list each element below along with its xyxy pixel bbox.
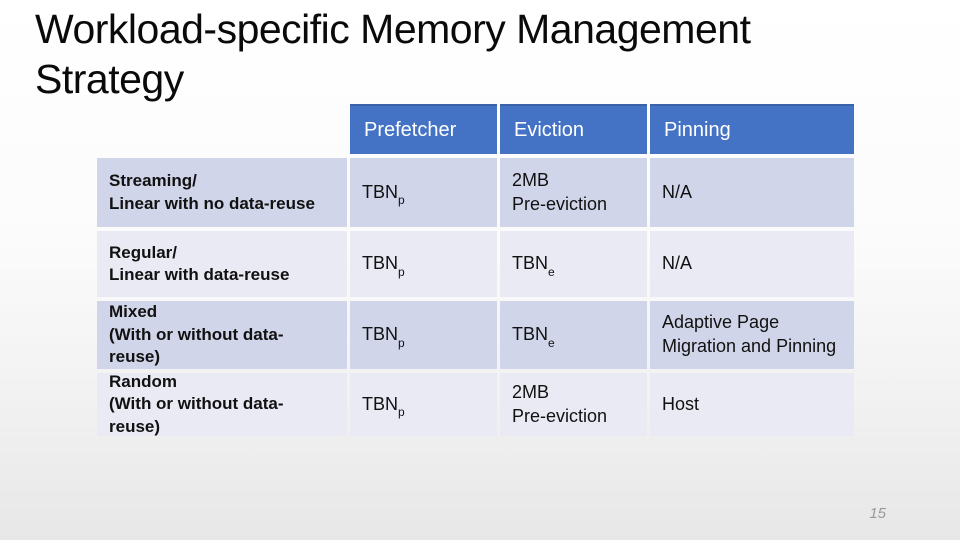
- column-header-prefetcher: Prefetcher: [350, 104, 497, 154]
- row-label: Mixed(With or without data-reuse): [97, 301, 347, 369]
- column-header-eviction: Eviction: [500, 104, 647, 154]
- table-cell: TBNp: [350, 231, 497, 297]
- table-cell: TBNp: [350, 301, 497, 369]
- table-cell: TBNp: [350, 158, 497, 227]
- table-cell: TBNe: [500, 231, 647, 297]
- slide-title-line-2: Strategy: [35, 56, 184, 103]
- column-header-pinning: Pinning: [650, 104, 854, 154]
- slide-title-line-1: Workload-specific Memory Management: [35, 6, 751, 52]
- row-label: Regular/Linear with data-reuse: [97, 231, 347, 297]
- table-cell: TBNp: [350, 373, 497, 436]
- row-label: Random(With or without data-reuse): [97, 372, 347, 436]
- table-cell: N/A: [650, 231, 854, 297]
- table-cell: Host: [650, 373, 854, 436]
- table-corner-spacer: [97, 104, 347, 154]
- page-number: 15: [869, 505, 886, 522]
- table-cell: N/A: [650, 158, 854, 227]
- table-cell: TBNe: [500, 301, 647, 369]
- row-label: Streaming/Linear with no data-reuse: [97, 158, 347, 227]
